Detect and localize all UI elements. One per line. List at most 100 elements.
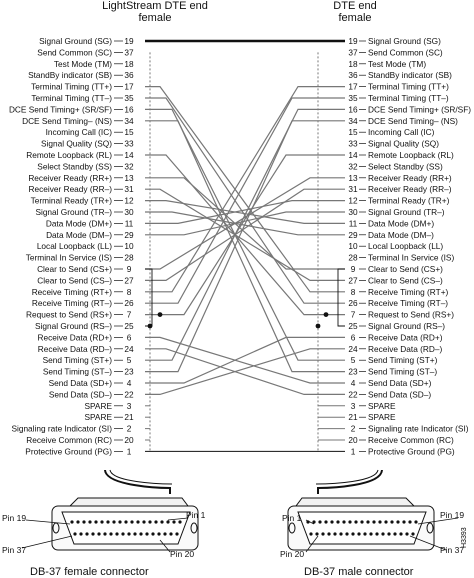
male-pin37-label: Pin 37 [440,545,465,555]
female-top-pin [142,520,146,524]
right-pin-number: 24 [348,344,358,354]
right-signal-label: Data Mode (DM+) [368,218,434,228]
junction-dot [157,312,163,317]
right-pin-number: 10 [348,241,358,251]
left-loop-bracket [145,268,153,327]
left-signal-label: Signaling rate Indicator (SI) [11,424,112,434]
left-signal-label: Send Data (SD+) [49,378,113,388]
db37-male-connector-drawing [287,469,435,551]
male-top-pin [402,520,406,524]
female-top-pin [82,520,86,524]
male-bottom-pin [315,532,319,536]
wire-group [145,39,345,452]
left-pin-number: 8 [127,287,132,297]
male-top-pin [312,520,316,524]
female-bottom-pin [79,532,83,536]
crossover-wire [145,200,345,224]
male-top-pin [342,520,346,524]
left-signal-label: Receive Data (RD–) [38,344,112,354]
male-top-pin [348,520,352,524]
right-pin-number: 14 [348,150,358,160]
male-bottom-pin [405,532,409,536]
left-signal-label: Send Timing (ST+) [43,355,113,365]
left-signal-label: Select Standby (SS) [37,161,112,171]
left-signal-label: DCE Send Timing– (NS) [22,116,112,126]
left-signal-label: Terminal Ready (TR+) [31,196,113,206]
right-signal-label: Receive Data (RD+) [368,332,443,342]
right-signal-label: Receive Common (RC) [368,435,454,445]
right-pin-number: 13 [348,173,358,183]
left-signal-label: DCE Send Timing+ (SR/SF) [9,104,112,114]
female-bottom-pin [151,532,155,536]
left-pin-number: 7 [127,310,132,320]
male-bottom-pin [309,532,313,536]
female-top-pin [106,520,110,524]
right-signal-label: Receive Data (RD–) [368,344,442,354]
right-signal-label: Receiver Ready (RR+) [368,173,452,183]
right-pin-number: 29 [348,230,358,240]
left-signal-label: Receive Common (RC) [26,435,112,445]
left-signal-label: Protective Ground (PG) [25,446,112,456]
right-signal-label: Signaling rate Indicator (SI) [368,424,469,434]
right-signal-label: Receive Timing (RT+) [368,287,449,297]
right-pin-number: 30 [348,207,358,217]
male-top-pin [360,520,364,524]
left-pin-number: 19 [124,36,134,46]
female-bottom-pin [121,532,125,536]
right-signal-label: Test Mode (TM) [368,59,426,69]
right-pin-number: 28 [348,253,358,263]
male-bottom-pin [351,532,355,536]
right-signal-label: Signal Quality (SQ) [368,139,439,149]
female-top-pin [154,520,158,524]
left-pin-number: 33 [124,139,134,149]
left-signal-label: Send Timing (ST–) [43,367,112,377]
female-pin1-label: Pin 1 [186,510,206,520]
right-pin-number: 11 [349,218,358,228]
left-signal-label: Test Mode (TM) [54,59,112,69]
right-signal-label: Terminal Timing (TT+) [368,82,449,92]
male-connector-title: DB-37 male connector [304,566,414,578]
right-pin-number: 26 [348,298,358,308]
left-pin-number: 2 [127,424,132,434]
left-pin-number: 15 [124,127,134,137]
right-signal-label: Request to Send (RS+) [368,310,454,320]
left-pin-number: 37 [124,47,134,57]
left-signal-label: Clear to Send (CS–) [37,275,112,285]
left-signal-label: Signal Quality (SQ) [41,139,112,149]
left-pin-number: 5 [127,355,132,365]
left-pin-number: 13 [124,173,134,183]
female-top-pin [130,520,134,524]
left-signal-label: Request to Send (RS+) [26,310,112,320]
male-top-pin [318,520,322,524]
left-pin-number: 21 [124,412,134,422]
left-signal-label: Clear to Send (CS+) [37,264,112,274]
female-bottom-pin [133,532,137,536]
left-signal-label: Data Mode (DM–) [46,230,112,240]
female-bottom-pin [127,532,131,536]
junction-dot [323,312,329,317]
right-pin-number: 6 [351,332,356,342]
male-top-pin [366,520,370,524]
left-pin-number: 30 [124,207,134,217]
female-top-pin [172,520,176,524]
right-pin-number: 5 [351,355,356,365]
right-signal-label: Data Mode (DM–) [368,230,434,240]
right-signal-label: Receiver Ready (RR–) [368,184,452,194]
right-pin-number: 34 [348,116,358,126]
right-pin-number: 9 [351,264,356,274]
female-bottom-pin [85,532,89,536]
left-pin-number: 22 [124,389,134,399]
female-bottom-pin [91,532,95,536]
right-end-gender: female [338,12,372,24]
female-bottom-pin [163,532,167,536]
right-signal-label: Send Data (SD–) [368,389,431,399]
crossover-wire [145,97,345,304]
left-signal-label: Terminal Timing (TT+) [31,82,112,92]
left-signal-label: Receive Timing (RT+) [32,287,113,297]
left-pin-number: 23 [124,367,134,377]
left-pin-number: 25 [124,321,134,331]
crossover-wire [145,348,345,395]
female-top-pin [112,520,116,524]
